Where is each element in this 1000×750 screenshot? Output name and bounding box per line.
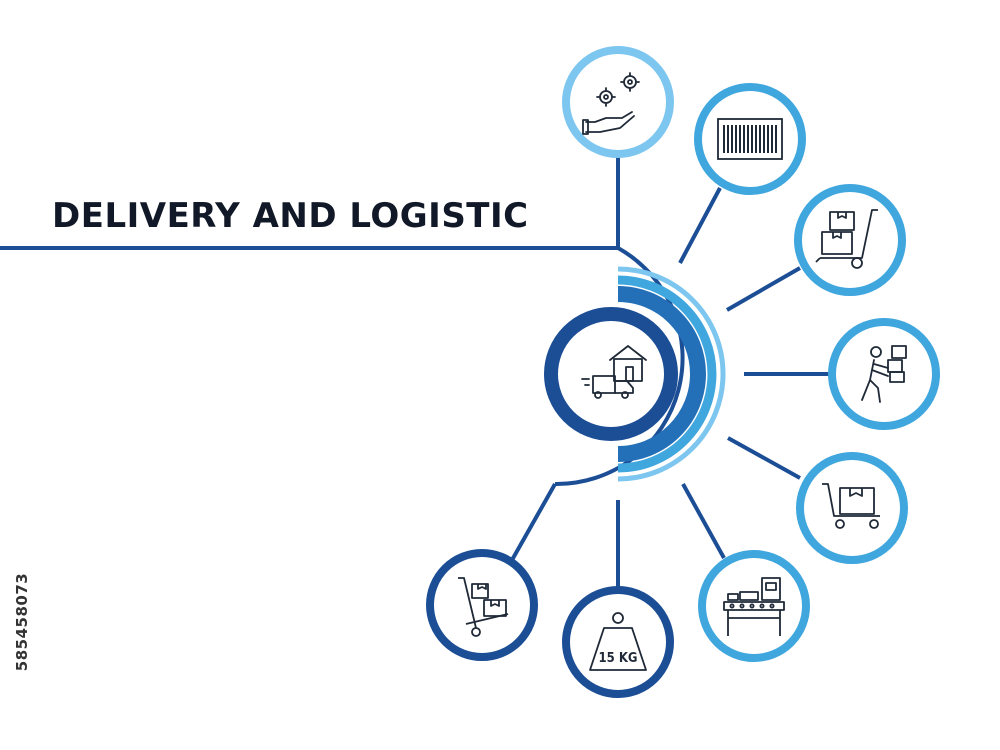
connector-6 xyxy=(681,483,726,559)
delivery-truck-house-icon xyxy=(581,345,647,399)
connector-3 xyxy=(726,266,801,312)
inner-ring-arc xyxy=(617,286,706,462)
node-6 xyxy=(698,550,810,662)
page-title: DELIVERY AND LOGISTIC xyxy=(52,196,529,236)
hand-truck-boxes-icon xyxy=(815,209,878,269)
barcode-icon xyxy=(717,118,783,160)
connector-5 xyxy=(727,436,801,480)
dolly-boxes-icon xyxy=(458,577,509,637)
conveyor-belt-icon xyxy=(723,577,785,636)
person-carrying-boxes-icon xyxy=(861,345,907,403)
outer-ring-arc xyxy=(617,266,726,482)
node-4 xyxy=(828,318,940,430)
hub-arc xyxy=(554,246,685,487)
node-8 xyxy=(426,549,538,661)
center-circle xyxy=(544,307,678,441)
connector-2 xyxy=(678,187,722,264)
hand-gears-icon xyxy=(582,72,640,135)
flatbed-trolley-box-icon xyxy=(822,483,880,529)
side-identifier: 585458073 xyxy=(2,512,42,732)
node-3 xyxy=(794,184,906,296)
weight-label: 15 KG xyxy=(598,651,637,666)
weight-15kg-icon xyxy=(589,612,647,671)
middle-ring-arc xyxy=(617,275,717,473)
node-5 xyxy=(796,452,908,564)
node-2 xyxy=(694,83,806,195)
side-identifier-text: 585458073 xyxy=(13,572,31,672)
center-rings xyxy=(544,266,726,482)
node-1 xyxy=(562,46,674,158)
connector-8 xyxy=(510,483,557,561)
connectors xyxy=(510,155,830,588)
node-7: 15 KG xyxy=(562,586,674,698)
